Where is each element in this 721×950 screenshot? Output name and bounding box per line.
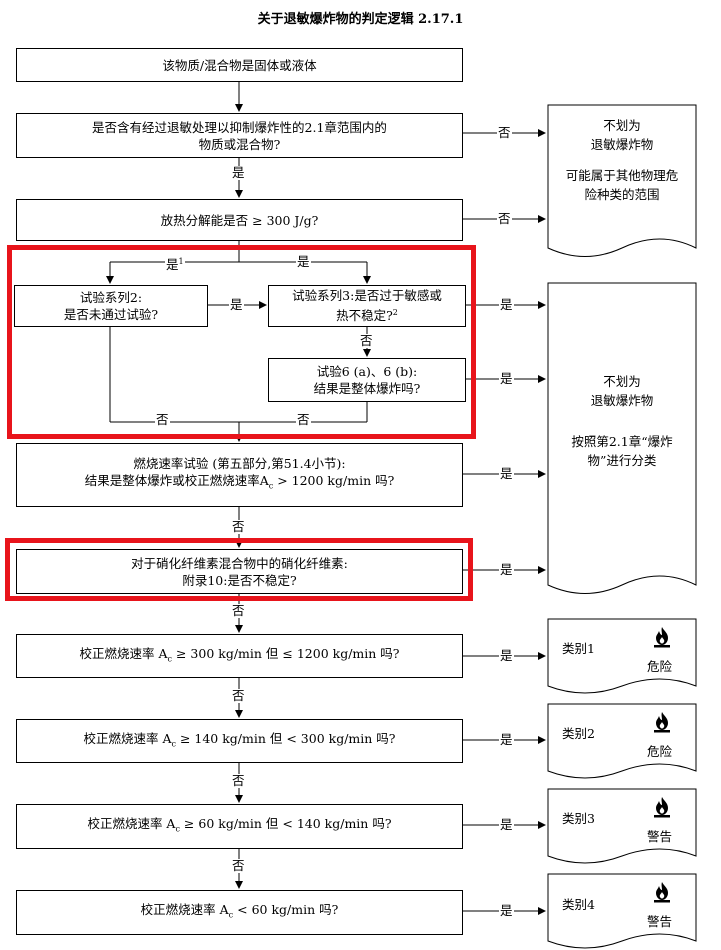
box-desensitized-line1: 是否含有经过退敏处理以抑制爆炸性的2.1章范围内的 [92,119,387,135]
subscript-c: c [171,739,176,749]
box-rate-category-2: 校正燃烧速率 Ac ≥ 140 kg/min 但 < 300 kg/min 吗? [16,719,463,763]
box-cat1-text: 校正燃烧速率 A [79,645,168,661]
label-yes-b6: 是 [499,371,514,386]
result-not-classified-other: 不划为 退敏爆炸物 可能属于其他物理危 险种类的范围 [548,116,696,204]
label-no-b9: 否 [231,688,246,703]
box-rate-category-3: 校正燃烧速率 Ac ≥ 60 kg/min 但 < 140 kg/min 吗? [16,804,463,849]
result2-line3: 按照第2.1章“爆炸 [571,434,673,449]
label-no-b2: 否 [497,125,512,140]
box-exothermic-text: 放热分解能是否 ≥ 300 J/g? [160,212,319,228]
highlight-nitrocellulose-region [5,538,473,601]
label-no-b5: 否 [359,333,374,348]
signal-word-cat1: 危险 [647,659,673,674]
box-burning-line2: 结果是整体爆炸或校正燃烧速率A [84,473,269,489]
label-no-b11: 否 [231,858,246,873]
label-no-b8: 否 [231,603,246,618]
label-no-b3: 否 [497,211,512,226]
label-yes-b4: 是 [229,297,244,312]
box-test2-line2: 是否未通过试验? [63,307,159,322]
label-yes-to-b5: 是 [296,254,311,269]
box-nitro-line1: 对于硝化纤维素混合物中的硝化纤维素: [131,555,348,571]
label-yes-b11: 是 [499,817,514,832]
flame-icon [654,712,670,733]
label-yes-b5: 是 [499,297,514,312]
result-doc-1 [547,104,697,257]
category-1-label: 类别1 [562,641,595,656]
box-cat2-text-end: ≥ 140 kg/min 但 < 300 kg/min 吗? [175,730,396,746]
label-no-b10: 否 [231,773,246,788]
result-not-classified-explosive: 不划为 退敏爆炸物 按照第2.1章“爆炸 物”进行分类 [548,372,696,470]
result1-line3: 可能属于其他物理危 [565,168,679,183]
box-test6-line2: 结果是整体爆炸吗? [313,381,421,396]
category-2-label: 类别2 [562,726,595,741]
box-solid-or-liquid-text: 该物质/混合物是固体或液体 [162,57,317,73]
subscript-c: c [167,654,172,664]
box-test-6: 试验6 (a)、6 (b): 结果是整体爆炸吗? [268,358,466,402]
box-burning-rate-test: 燃烧速率试验 (第五部分,第51.4小节): 结果是整体爆炸或校正燃烧速率Ac … [16,443,463,507]
box-test6-line1: 试验6 (a)、6 (b): [316,364,418,379]
box-test3-line2: 热不稳定? [336,308,393,324]
box-nitrocellulose: 对于硝化纤维素混合物中的硝化纤维素: 附录10:是否不稳定? [16,549,463,594]
label-no-b6: 否 [296,412,311,427]
flame-icon [654,797,670,818]
highlight-test-series-region [7,245,476,439]
box-cat4-text-end: < 60 kg/min 吗? [233,902,339,918]
signal-word-cat4: 警告 [647,914,673,929]
flame-icon [654,627,670,648]
box-cat2-text: 校正燃烧速率 A [83,730,172,746]
category-3-label: 类别3 [562,811,595,826]
result-doc-2 [547,282,697,594]
result1-line1: 不划为 [603,118,641,133]
result1-line2: 退敏爆炸物 [590,137,654,152]
label-yes-to-b4: 是1 [165,255,185,273]
result2-line2: 退敏爆炸物 [590,393,654,408]
subscript-c: c [268,481,274,491]
box-cat3-text-end: ≥ 60 kg/min 但 < 140 kg/min 吗? [179,816,392,832]
flame-icon [654,882,670,903]
result1-line4: 险种类的范围 [584,187,660,202]
box-rate-category-4: 校正燃烧速率 Ac < 60 kg/min 吗? [16,890,463,935]
box-exothermic-energy: 放热分解能是否 ≥ 300 J/g? [16,199,463,241]
label-yes-b10: 是 [499,732,514,747]
category-4-label: 类别4 [562,897,595,912]
box-burning-line2-end: > 1200 kg/min 吗? [273,473,395,489]
box-solid-or-liquid: 该物质/混合物是固体或液体 [16,48,463,82]
box-test3-line1: 试验系列3:是否过于敏感或 [292,288,442,304]
label-yes-b8: 是 [499,562,514,577]
box-desensitized-line2: 物质或混合物? [198,136,281,152]
subscript-c: c [175,824,180,834]
subscript-c: c [228,910,234,920]
label-yes-b12: 是 [499,903,514,918]
box-cat4-text: 校正燃烧速率 A [140,902,229,918]
box-cat1-text-end: ≥ 300 kg/min 但 ≤ 1200 kg/min 吗? [172,645,400,661]
label-yes-b2: 是 [231,165,246,180]
label-yes-b7: 是 [499,466,514,481]
box-test-series-3: 试验系列3:是否过于敏感或 热不稳定?2 [268,285,466,327]
footnote-2: 2 [392,308,398,318]
result2-line4: 物”进行分类 [587,453,657,468]
footnote-1: 1 [178,257,184,266]
label-no-b7: 否 [231,519,246,534]
box-desensitized-content: 是否含有经过退敏处理以抑制爆炸性的2.1章范围内的 物质或混合物? [16,113,463,158]
box-test-series-2: 试验系列2: 是否未通过试验? [14,285,208,327]
box-burning-line1: 燃烧速率试验 (第五部分,第51.4小节): [133,456,346,472]
label-yes-to-b4-text: 是 [166,257,179,273]
signal-word-cat2: 危险 [647,744,673,759]
box-cat3-text: 校正燃烧速率 A [87,816,176,832]
page-title: 关于退敏爆炸物的判定逻辑 2.17.1 [257,12,464,27]
signal-word-cat3: 警告 [647,829,673,844]
label-yes-b9: 是 [499,648,514,663]
result2-line1: 不划为 [603,374,641,389]
box-nitro-line2: 附录10:是否不稳定? [182,572,297,588]
box-test2-line1: 试验系列2: [79,290,143,305]
label-no-b4: 否 [155,412,170,427]
box-rate-category-1: 校正燃烧速率 Ac ≥ 300 kg/min 但 ≤ 1200 kg/min 吗… [16,634,463,678]
